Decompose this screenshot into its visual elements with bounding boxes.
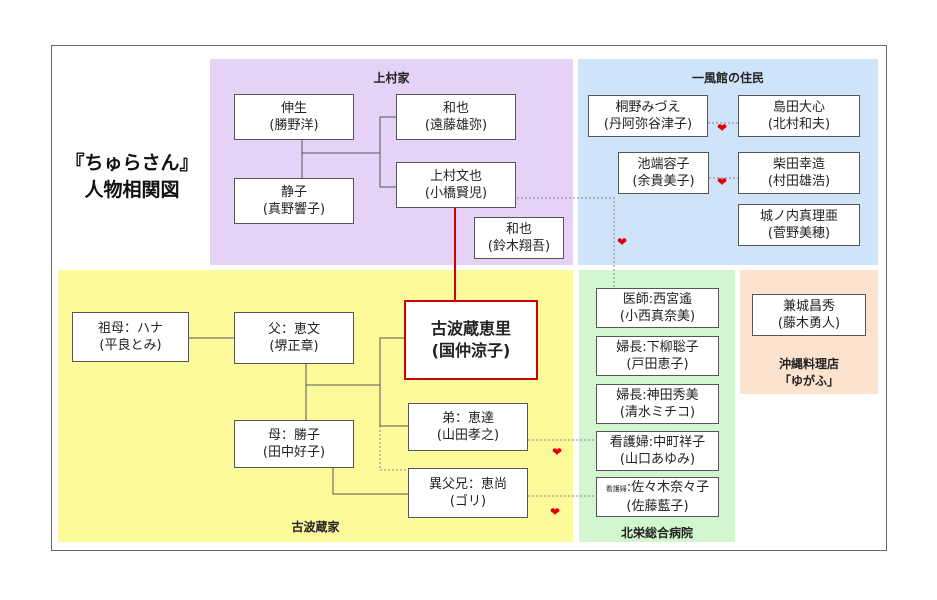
node-kazuya-endo: 和也(遠藤雄弥) bbox=[396, 94, 516, 140]
line-parents-eri bbox=[379, 337, 404, 385]
heart-icon: ❤ bbox=[717, 175, 728, 189]
node-shibata: 柴田幸造(村田雄浩) bbox=[738, 152, 860, 194]
heart-icon: ❤ bbox=[617, 235, 628, 249]
node-brother-keitatsu: 弟：恵達(山田孝之) bbox=[408, 403, 528, 451]
region-yugafu-label: 沖縄料理店 「ゆがふ」 bbox=[778, 357, 839, 388]
node-father-keibun: 父：恵文(堺正章) bbox=[234, 312, 354, 364]
region-ippukan-label: 一風館の住民 bbox=[691, 71, 764, 85]
region-uemura-label: 上村家 bbox=[373, 71, 410, 85]
node-kaneshiro: 兼城昌秀(藤木勇人) bbox=[752, 294, 866, 336]
node-grandmother-hana: 祖母：ハナ(平良とみ) bbox=[72, 312, 189, 362]
heart-icon: ❤ bbox=[552, 445, 563, 459]
node-kazuya-suzuki: 和也(鈴木翔吾) bbox=[474, 217, 564, 259]
region-hokuei-label: 北栄総合病院 bbox=[620, 526, 693, 540]
node-main-eri: 古波蔵恵里(国仲涼子) bbox=[404, 300, 538, 380]
node-sasaki: 看護婦:佐々木奈々子 (佐藤藍子) bbox=[596, 477, 719, 517]
node-kirino: 桐野みづえ(丹阿弥谷津子) bbox=[588, 95, 708, 137]
heart-icon: ❤ bbox=[550, 505, 561, 519]
region-kohagura-label: 古波蔵家 bbox=[291, 520, 340, 534]
node-mother-katsuko: 母：勝子(田中好子) bbox=[234, 420, 354, 468]
node-kamida: 婦長:神田秀美(清水ミチコ) bbox=[596, 384, 719, 424]
node-shironouchi: 城ノ内真理亜(菅野美穂) bbox=[738, 204, 860, 246]
node-nakamachi: 看護婦:中町祥子(山口あゆみ) bbox=[596, 431, 719, 471]
node-shimoyanagi: 婦長:下柳聡子(戸田恵子) bbox=[596, 336, 719, 376]
heart-icon: ❤ bbox=[717, 121, 728, 135]
dotted-line-fumiya-nishimiya bbox=[517, 197, 615, 288]
line-parents-keitatsu bbox=[306, 384, 408, 427]
node-shizuko: 静子(真野響子) bbox=[234, 178, 354, 224]
node-ikehata: 池端容子(余貴美子) bbox=[618, 152, 709, 194]
page-title: 『ちゅらさん』 人物相関図 bbox=[65, 152, 199, 201]
node-fumiya: 上村文也(小橋賢児) bbox=[396, 162, 516, 208]
node-shinsei: 伸生(勝野洋) bbox=[234, 94, 354, 140]
line-katsuko-keisho bbox=[332, 468, 408, 495]
node-shimada: 島田大心(北村和夫) bbox=[738, 95, 860, 137]
node-nishimiya: 医師:西宮遙(小西真奈美) bbox=[596, 288, 719, 328]
node-half-brother-keisho: 異父兄：恵尚(ゴリ) bbox=[408, 468, 528, 518]
line-parents-fumiya bbox=[379, 153, 396, 188]
dotted-line-keisho-keitatsu bbox=[379, 426, 408, 471]
line-parents-kazuya bbox=[302, 116, 396, 154]
